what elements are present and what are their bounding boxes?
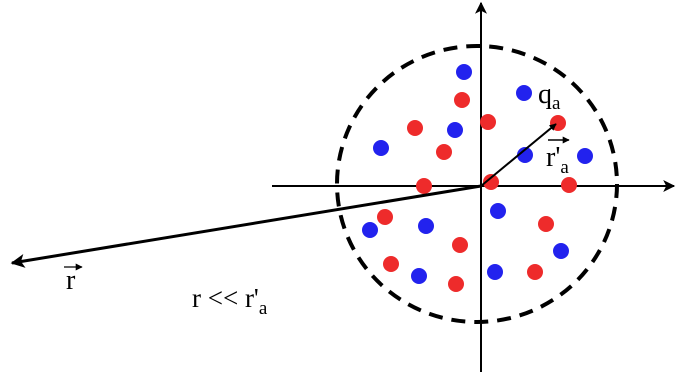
negative-charge — [487, 264, 503, 280]
positive-charge — [383, 256, 399, 272]
source-vector-label: r'a — [546, 142, 569, 178]
positive-charge — [550, 115, 566, 131]
negative-charge — [411, 268, 427, 284]
negative-charge — [553, 243, 569, 259]
negative-charge — [516, 85, 532, 101]
negative-charge — [456, 64, 472, 80]
positive-charge — [527, 264, 543, 280]
negative-charge — [418, 218, 434, 234]
charge-distribution — [362, 64, 593, 292]
positive-charge — [448, 276, 464, 292]
field-vector-label: r — [66, 265, 76, 296]
negative-charge — [490, 203, 506, 219]
field-position-vector — [10, 184, 482, 268]
positive-charge — [407, 120, 423, 136]
positive-charge — [454, 92, 470, 108]
positive-charge — [377, 209, 393, 225]
positive-charge — [538, 216, 554, 232]
positive-charge — [436, 144, 452, 160]
negative-charge — [577, 148, 593, 164]
positive-charge — [483, 174, 499, 190]
positive-charge — [561, 177, 577, 193]
negative-charge — [447, 122, 463, 138]
negative-charge — [517, 147, 533, 163]
approximation-condition: r << r'a — [192, 283, 268, 319]
positive-charge — [480, 114, 496, 130]
charge-label: qa — [538, 79, 561, 114]
charge-region-boundary — [335, 44, 619, 324]
source-position-vector — [480, 123, 557, 187]
positive-charge — [416, 178, 432, 194]
positive-charge — [452, 237, 468, 253]
negative-charge — [362, 222, 378, 238]
negative-charge — [373, 140, 389, 156]
